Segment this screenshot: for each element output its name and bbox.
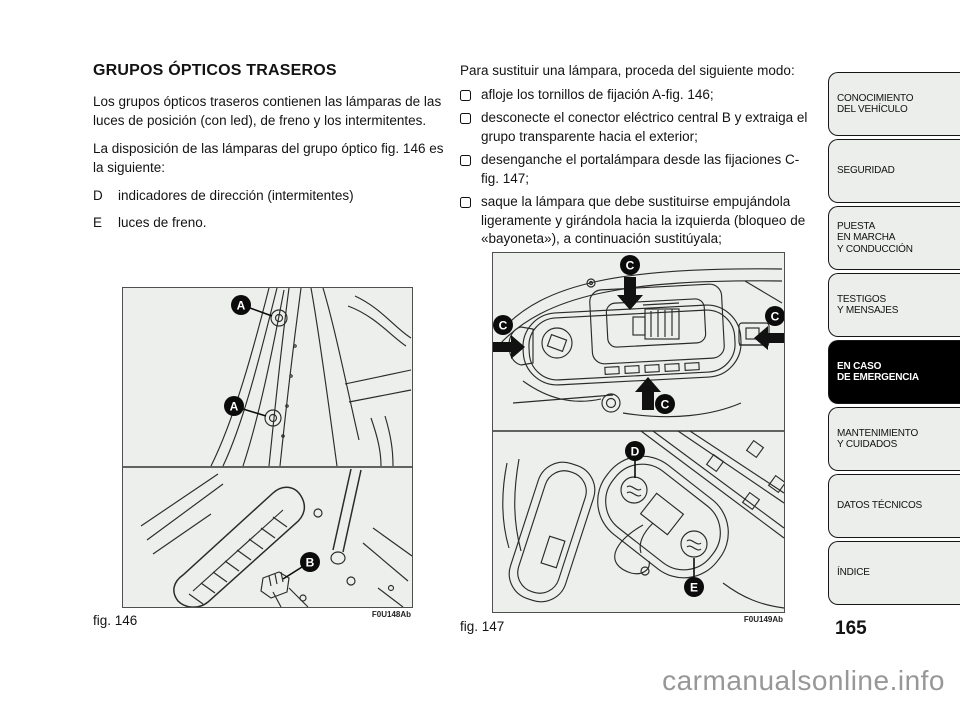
label-b-badge [300, 552, 320, 572]
list-item: saque la lámpara que debe sustituirse em… [460, 193, 817, 249]
label-d-badge [625, 441, 645, 461]
label-c-badge [765, 306, 784, 326]
tab-label-line: EN MARCHA [837, 232, 896, 244]
tab-label-line: EN CASO [837, 360, 882, 372]
sidebar-item-testigos: TESTIGOS Y MENSAJES [828, 273, 960, 337]
square-bullet-icon [460, 197, 471, 208]
list-item: desconecte el conector eléctrico central… [460, 109, 817, 146]
watermark: carmanualsonline.info [662, 665, 945, 696]
label-c-text: C [499, 319, 508, 333]
label-c-text: C [771, 310, 780, 324]
fig146-drawing: A A B [123, 288, 412, 607]
label-d-text: D [631, 445, 640, 459]
figure-146: A A B [122, 287, 413, 608]
label-e-badge [684, 577, 704, 597]
tab-label-line: MANTENIMIENTO [837, 427, 919, 439]
label-a-badge [224, 396, 244, 416]
label-c-text: C [626, 259, 635, 273]
sidebar-item-puesta-en-marcha: PUESTA EN MARCHA Y CONDUCCIÓN [828, 206, 960, 270]
definition-item: D indicadores de dirección (intermitente… [93, 187, 447, 206]
label-a-badge [231, 295, 251, 315]
tab-label-line: PUESTA [837, 220, 876, 232]
step-text: afloje los tornillos de fijación A-fig. … [481, 86, 714, 102]
sidebar-item-conocimiento: CONOCIMIENTO DEL VEHÍCULO [828, 72, 960, 136]
tab-label-line: CONOCIMIENTO [837, 92, 914, 104]
procedure-intro: Para sustituir una lámpara, proceda del … [460, 63, 795, 78]
tab-label-line: DATOS TÉCNICOS [837, 500, 922, 512]
figure-147-caption: fig. 147 [460, 619, 505, 634]
paragraph: Los grupos ópticos traseros contienen la… [93, 94, 442, 128]
label-c-badge [620, 255, 640, 275]
procedure-steps: afloje los tornillos de fijación A-fig. … [460, 86, 817, 249]
step-text: saque la lámpara que debe sustituirse em… [481, 194, 806, 246]
label-b-text: B [306, 556, 315, 570]
list-item: afloje los tornillos de fijación A-fig. … [460, 86, 817, 105]
square-bullet-icon [460, 155, 471, 166]
step-text: desenganche el portalámpara desde las fi… [481, 152, 800, 186]
label-a-text: A [237, 299, 246, 313]
label-c-badge [655, 394, 675, 414]
page-title: GRUPOS ÓPTICOS TRASEROS [93, 62, 337, 79]
tab-label-line: DE EMERGENCIA [837, 372, 919, 383]
figure-146-code: F0U148Ab [371, 610, 411, 619]
list-item: desenganche el portalámpara desde las fi… [460, 151, 817, 188]
sidebar-item-en-caso-de-emergencia: EN CASO DE EMERGENCIA [828, 340, 960, 404]
tab-label-line: Y CONDUCCIÓN [837, 243, 913, 255]
paragraph: La disposición de las lámparas del grupo… [93, 141, 444, 175]
figure-147-code: F0U149Ab [743, 615, 783, 624]
definition-text: indicadores de dirección (intermitentes) [118, 188, 354, 203]
sidebar-item-datos-tecnicos: DATOS TÉCNICOS [828, 474, 960, 538]
tab-label-line: TESTIGOS [837, 293, 886, 305]
definition-text: luces de freno. [118, 214, 207, 230]
tab-label-line: SEGURIDAD [837, 165, 895, 177]
figure-146-caption: fig. 146 [93, 613, 138, 628]
tab-label-line: DEL VEHÍCULO [837, 104, 908, 115]
tab-label-line: Y MENSAJES [837, 305, 899, 316]
tab-label-line: ÍNDICE [837, 567, 870, 579]
square-bullet-icon [460, 113, 471, 124]
tab-label-line: Y CUIDADOS [837, 439, 898, 450]
left-column: GRUPOS ÓPTICOS TRASEROS Los grupos óptic… [93, 62, 447, 240]
label-c-badge [493, 315, 513, 335]
page-number: 165 [835, 618, 867, 639]
definition-letter: D [93, 188, 103, 203]
right-column: Para sustituir una lámpara, proceda del … [460, 62, 817, 249]
label-a-text: A [230, 400, 239, 414]
section-tabs-sidebar: CONOCIMIENTO DEL VEHÍCULO SEGURIDAD PUES… [828, 72, 960, 608]
label-c-text: C [661, 398, 670, 412]
fig147-drawing: C C C C [493, 255, 784, 609]
label-e-text: E [690, 581, 698, 595]
definition-item: E luces de freno. [93, 214, 447, 233]
step-text: desconecte el conector eléctrico central… [481, 110, 808, 144]
sidebar-item-seguridad: SEGURIDAD [828, 139, 960, 203]
sidebar-item-mantenimiento: MANTENIMIENTO Y CUIDADOS [828, 407, 960, 471]
sidebar-item-indice: ÍNDICE [828, 541, 960, 605]
square-bullet-icon [460, 89, 471, 101]
definition-letter: E [93, 214, 103, 230]
figure-147: C C C C [492, 252, 785, 613]
